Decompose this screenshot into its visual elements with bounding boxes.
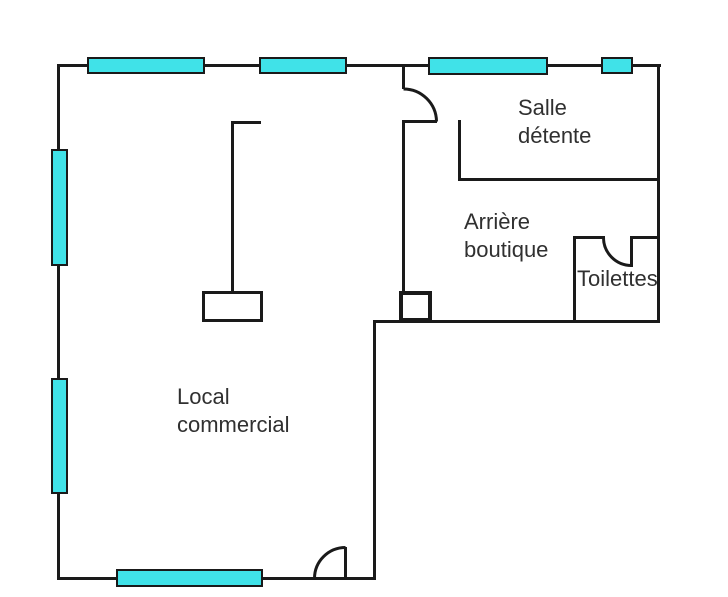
junction-pillar bbox=[399, 291, 432, 322]
label-local-commercial: Local commercial bbox=[177, 384, 290, 437]
window-top-2 bbox=[259, 57, 347, 74]
partition-top-stub bbox=[231, 121, 261, 124]
door-leaf-entrance bbox=[344, 547, 347, 580]
window-top-4 bbox=[601, 57, 633, 74]
window-top-1 bbox=[87, 57, 205, 74]
wall-salle-detente-horizontal bbox=[458, 178, 660, 181]
partition-base-block bbox=[202, 291, 263, 322]
label-salle-detente: Salle détente bbox=[518, 95, 592, 148]
window-left-1 bbox=[51, 149, 68, 266]
wall-salle-detente-vertical bbox=[458, 120, 461, 181]
wall-divider-main bbox=[402, 120, 405, 295]
door-leaf-divider bbox=[402, 120, 437, 123]
wall-lower-right bbox=[373, 320, 376, 580]
label-toilettes: Toilettes bbox=[577, 266, 658, 291]
door-leaf-toilettes bbox=[630, 236, 633, 267]
wall-toilettes-vertical bbox=[573, 236, 576, 323]
partition-vertical bbox=[231, 121, 234, 294]
wall-mid-horizontal bbox=[373, 320, 660, 323]
window-bottom-1 bbox=[116, 569, 263, 587]
wall-toilettes-top-left bbox=[573, 236, 605, 239]
door-arc-toilettes bbox=[602, 237, 632, 267]
door-arc-divider bbox=[403, 87, 438, 122]
door-arc-entrance bbox=[313, 546, 346, 579]
window-top-3 bbox=[428, 57, 548, 75]
wall-divider-upper bbox=[402, 64, 405, 89]
wall-left bbox=[57, 64, 60, 580]
wall-toilettes-top-right bbox=[630, 236, 660, 239]
wall-right bbox=[657, 64, 660, 323]
window-left-2 bbox=[51, 378, 68, 494]
wall-top bbox=[57, 64, 661, 67]
label-arriere-boutique: Arrière boutique bbox=[464, 209, 549, 262]
